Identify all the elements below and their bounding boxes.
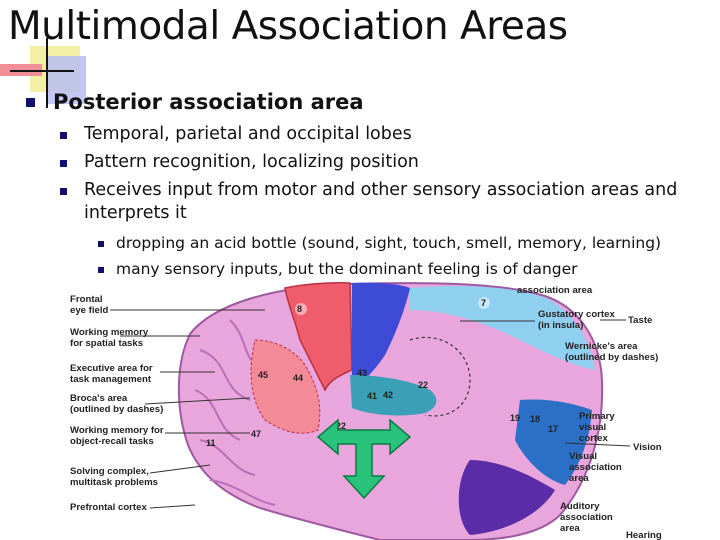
label-line: area: [569, 473, 589, 484]
label-working-memory-object: Working memory for object-recall tasks: [70, 425, 166, 447]
label-executive-area: Executive area for task management: [70, 363, 155, 385]
label-solving-complex: Solving complex, multitask problems: [70, 466, 158, 488]
bullet-square-icon: [60, 160, 67, 167]
area-number-43: 43: [357, 368, 367, 378]
bullet-level2-item: Temporal, parietal and occipital lobes: [60, 123, 684, 146]
label-line: (outlined by dashes): [70, 404, 163, 415]
bullet-level2-item: Pattern recognition, localizing position: [60, 151, 684, 174]
label-primary-visual-cortex: Primary visual cortex: [579, 411, 617, 444]
slide-title: Multimodal Association Areas: [8, 4, 568, 49]
brain-gyri-lines: [194, 319, 276, 506]
brain-diagram: 8 7 45 44 43 22 41 42 19 18 17 47 11 22 …: [70, 282, 662, 540]
area-number-19: 19: [510, 413, 520, 423]
label-line: Vision: [633, 442, 662, 453]
label-gustatory-cortex: Gustatory cortex (in insula): [538, 309, 617, 331]
area-number-42: 42: [383, 390, 393, 400]
bullet-level2-text: Pattern recognition, localizing position: [84, 152, 419, 172]
label-visual-association-area: Visual association area: [569, 451, 624, 484]
bullet-square-icon: [60, 188, 67, 195]
area-number-45: 45: [258, 370, 268, 380]
label-line: (in insula): [538, 320, 583, 331]
label-line: Prefrontal cortex: [70, 502, 147, 513]
label-line: association: [560, 512, 613, 523]
label-line: Primary: [579, 411, 615, 422]
decorative-blue-square: [46, 56, 86, 104]
bullet-square-icon: [60, 132, 67, 139]
area-number-labels: 8 7 45 44 43 22 41 42 19 18 17 47 11 22: [206, 297, 558, 448]
area-number-17: 17: [548, 424, 558, 434]
wernickes-outline: [409, 336, 471, 417]
visual-association-region: [458, 460, 555, 535]
bullet-level3-item: dropping an acid bottle (sound, sight, t…: [98, 233, 661, 253]
label-line: eye field: [70, 305, 109, 316]
label-line: Gustatory cortex: [538, 309, 615, 320]
primary-visual-region: [515, 399, 592, 485]
label-line: Working memory for: [70, 425, 164, 436]
bullet-level2-text: Receives input from motor and other sens…: [84, 180, 678, 223]
label-line: Frontal: [70, 294, 103, 305]
area-number-22: 22: [418, 380, 428, 390]
right-labels: association area Gustatory cortex (in in…: [517, 285, 662, 540]
label-line: (outlined by dashes): [565, 352, 658, 363]
label-line: Executive area for: [70, 363, 153, 374]
area-number-circle: [478, 297, 490, 309]
decorative-vertical-line: [46, 38, 48, 108]
label-auditory-association-area: Auditory association area: [560, 501, 615, 534]
bullet-level3-text: many sensory inputs, but the dominant fe…: [116, 260, 578, 278]
left-leader-lines: [110, 309, 265, 509]
label-line: Visual: [569, 451, 597, 462]
label-line: Wernicke's area: [565, 341, 638, 352]
label-line: multitask problems: [70, 477, 158, 488]
label-taste: Taste: [628, 315, 652, 326]
right-leader-lines: [460, 319, 631, 447]
label-association-area: association area: [517, 285, 593, 296]
bullet-level1-text: Posterior association area: [53, 90, 364, 114]
area-number-41: 41: [367, 391, 377, 401]
label-line: area: [560, 523, 580, 534]
area-number-circle: [295, 303, 307, 315]
bullet-square-icon: [98, 267, 104, 273]
premotor-region: [250, 339, 321, 434]
label-line: visual: [579, 422, 606, 433]
label-frontal-eye-field: Frontal eye field: [70, 294, 109, 316]
bullet-level2-item: Receives input from motor and other sens…: [60, 179, 684, 225]
label-line: for spatial tasks: [70, 338, 143, 349]
decorative-horizontal-line: [10, 70, 74, 72]
label-vision: Vision: [633, 442, 662, 453]
label-wernickes-area: Wernicke's area (outlined by dashes): [565, 341, 658, 363]
label-hearing: Hearing: [626, 530, 662, 540]
label-line: association area: [517, 285, 593, 296]
bullet-level3-item: many sensory inputs, but the dominant fe…: [98, 259, 578, 279]
bullet-level2-text: Temporal, parietal and occipital lobes: [84, 124, 412, 144]
label-working-memory-spatial: Working memory for spatial tasks: [70, 327, 151, 349]
label-prefrontal-cortex: Prefrontal cortex: [70, 502, 147, 513]
bullet-square-icon: [98, 241, 104, 247]
area-number-11: 11: [206, 438, 216, 448]
parietal-association-region: [410, 286, 595, 370]
label-line: task management: [70, 374, 152, 385]
bullet-level3-text: dropping an acid bottle (sound, sight, t…: [116, 234, 662, 252]
area-number-44: 44: [293, 373, 303, 383]
bullet-square-icon: [26, 97, 35, 107]
somatosensory-region: [352, 282, 410, 390]
move-arrow-icon: [316, 418, 412, 500]
label-brocas-area: Broca's area (outlined by dashes): [70, 393, 163, 415]
bullet-level1: Posterior association area: [26, 90, 364, 114]
left-labels: Frontal eye field Working memory for spa…: [70, 294, 166, 513]
label-line: Broca's area: [70, 393, 128, 404]
label-line: Hearing: [626, 530, 662, 540]
area-number-22b: 22: [336, 421, 346, 431]
label-line: Working memory: [70, 327, 149, 338]
label-line: Solving complex,: [70, 466, 149, 477]
label-line: Taste: [628, 315, 652, 326]
label-line: object-recall tasks: [70, 436, 154, 447]
label-line: Auditory: [560, 501, 600, 512]
area-number-8: 8: [297, 304, 302, 314]
area-number-47: 47: [251, 429, 261, 439]
label-line: cortex: [579, 433, 608, 444]
label-line: association: [569, 462, 622, 473]
auditory-region: [350, 375, 437, 416]
area-number-7: 7: [481, 298, 486, 308]
area-number-18: 18: [530, 414, 540, 424]
